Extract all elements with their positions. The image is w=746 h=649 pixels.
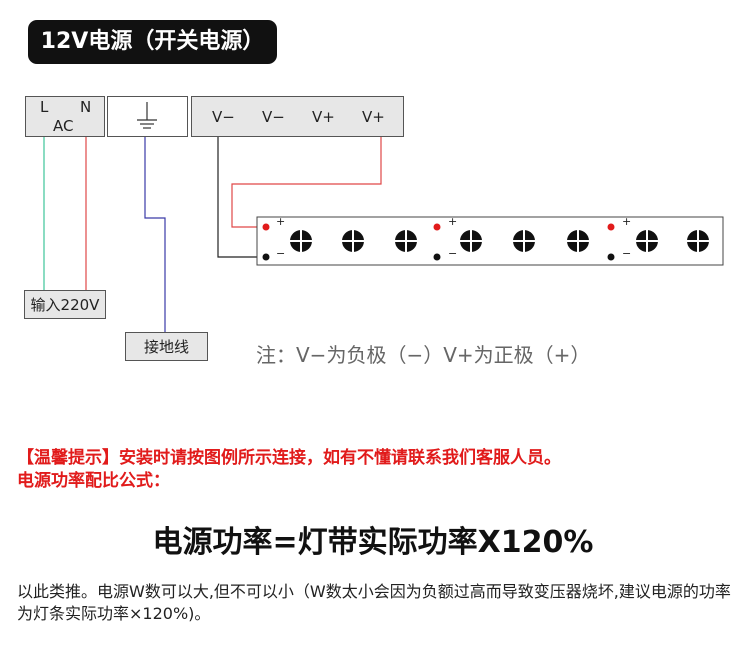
negative-dot — [433, 253, 441, 261]
v-plus-label: V+ — [362, 108, 385, 126]
ground-icon — [137, 102, 157, 129]
negative-dot — [262, 253, 270, 261]
led-bead — [687, 230, 709, 252]
negative-dot — [607, 253, 615, 261]
explanation-paragraph: 以此类推。电源W数可以大,但不可以小（W数太小会因为负额过高而导致变压器烧坏,建… — [17, 582, 731, 623]
input-220v-label: 输入220V — [24, 290, 106, 319]
v-minus-label: V− — [212, 108, 235, 126]
live-label: L — [40, 98, 49, 116]
positive-dot — [433, 223, 441, 231]
ac-terminal: L N AC — [25, 96, 105, 137]
ground-terminal — [107, 96, 188, 137]
minus-label: − — [622, 247, 632, 260]
v-minus-label: V− — [262, 108, 285, 126]
led-bead — [460, 230, 482, 252]
plus-label: + — [448, 215, 458, 228]
formula-heading: 电源功率配比公式： — [17, 471, 170, 491]
led-beads — [290, 230, 709, 252]
warning-text: 【温馨提示】安装时请按图例所示连接，如有不懂请联系我们客服人员。 — [17, 448, 561, 468]
page-title: 12V电源（开关电源） — [28, 20, 277, 64]
ac-label: AC — [53, 117, 74, 135]
led-bead — [636, 230, 658, 252]
plus-label: + — [276, 215, 286, 228]
plus-label: + — [622, 215, 632, 228]
positive-dot — [607, 223, 615, 231]
negative-wire — [217, 137, 262, 258]
minus-label: − — [448, 247, 458, 260]
ground-wire — [144, 137, 166, 332]
neutral-label: N — [80, 98, 92, 116]
positive-wire — [231, 137, 382, 228]
v-plus-label: V+ — [312, 108, 335, 126]
led-bead — [342, 230, 364, 252]
led-bead — [395, 230, 417, 252]
output-terminal: V− V− V+ V+ — [191, 96, 404, 137]
power-formula: 电源功率=灯带实际功率X120% — [152, 525, 594, 560]
positive-dot — [262, 223, 270, 231]
led-bead — [513, 230, 535, 252]
led-bead — [290, 230, 312, 252]
led-bead — [567, 230, 589, 252]
ground-wire-label: 接地线 — [125, 332, 208, 361]
polarity-note: 注：V−为负极（−）V+为正极（+） — [256, 343, 591, 367]
minus-label: − — [276, 247, 286, 260]
